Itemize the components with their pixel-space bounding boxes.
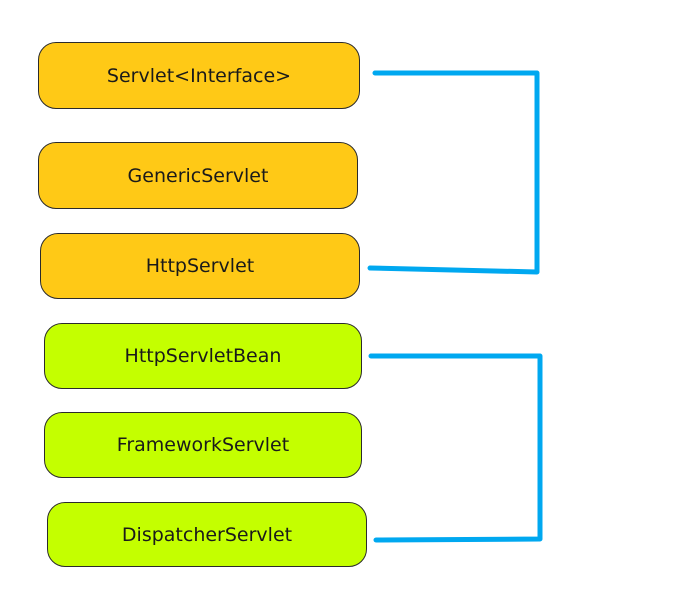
spring-mvc-bracket [368, 353, 543, 543]
servlet-api-bracket [367, 70, 540, 275]
node-http-servlet: HttpServlet [40, 233, 360, 299]
node-framework-servlet: FrameworkServlet [44, 412, 362, 478]
node-label: FrameworkServlet [116, 434, 290, 456]
node-label: Servlet<Interface> [106, 64, 292, 87]
node-http-servlet-bean: HttpServletBean [44, 323, 362, 389]
node-servlet-interface: Servlet<Interface> [38, 42, 360, 109]
node-label: GenericServlet [127, 164, 269, 187]
node-label: DispatcherServlet [121, 523, 293, 546]
node-label: HttpServletBean [124, 345, 282, 367]
node-label: HttpServlet [145, 255, 255, 277]
node-generic-servlet: GenericServlet [38, 142, 358, 209]
node-dispatcher-servlet: DispatcherServlet [47, 502, 367, 567]
